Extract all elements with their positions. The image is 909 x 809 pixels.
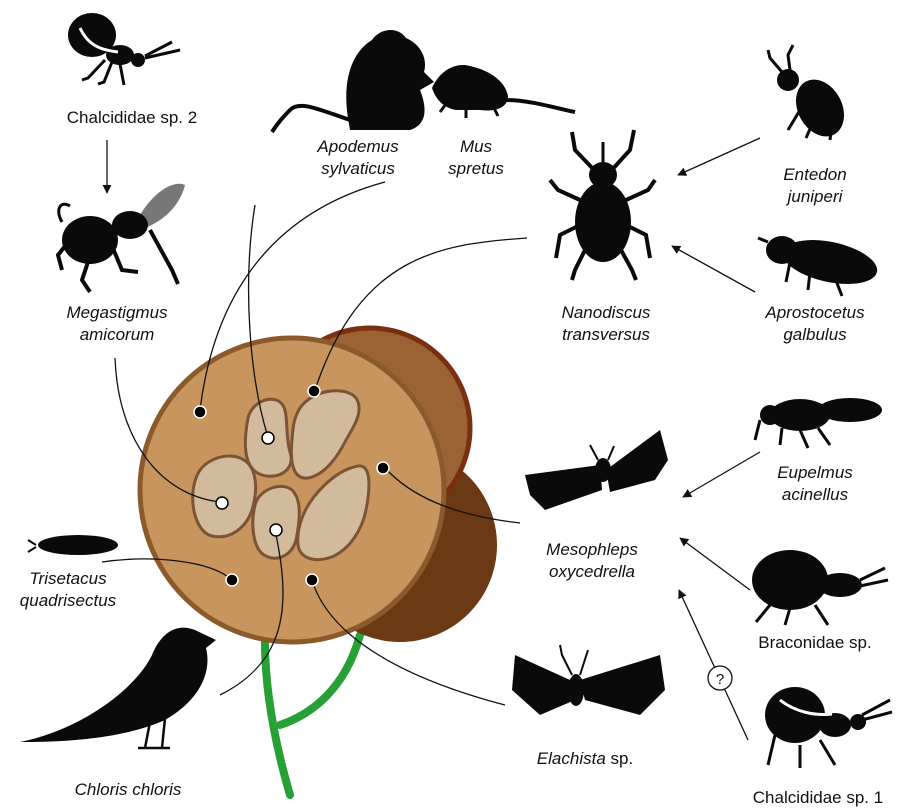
label-entedon-genus: Entedon — [783, 165, 846, 184]
label-chalcididae-sp2: Chalcididae sp. 2 — [67, 108, 197, 127]
label-eupelmus-species: acinellus — [782, 485, 849, 504]
dot-nanodiscus — [308, 385, 320, 397]
label-mesophleps-species: oxycedrella — [549, 562, 635, 581]
seed-4 — [253, 486, 299, 558]
label-megastigmus-genus: Megastigmus — [66, 303, 168, 322]
arrow-braconidae-to-mesophleps — [680, 538, 750, 590]
arrow-aprostocetus-to-nanodiscus — [672, 246, 755, 292]
label-aprostocetus-species: galbulus — [783, 325, 847, 344]
mesophleps-silhouette — [525, 430, 668, 510]
dot-elachista — [306, 574, 318, 586]
label-braconidae: Braconidae sp. — [758, 633, 871, 652]
aprostocetus-silhouette — [758, 232, 881, 296]
label-elachista-sp: sp. — [606, 749, 633, 768]
arrow-eupelmus-to-mesophleps — [683, 452, 760, 497]
dot-apodemus — [194, 406, 206, 418]
label-nanodiscus-species: transversus — [562, 325, 650, 344]
dot-chloris — [270, 524, 282, 536]
dot-trisetacus — [226, 574, 238, 586]
label-elachista: Elachista sp. — [537, 749, 633, 768]
chloris-silhouette — [20, 628, 216, 748]
label-chloris: Chloris chloris — [75, 780, 182, 799]
label-apodemus-species: sylvaticus — [321, 159, 395, 178]
apodemus-silhouette — [272, 30, 434, 132]
uncertain-marker: ? — [716, 671, 724, 688]
label-nanodiscus-genus: Nanodiscus — [562, 303, 651, 322]
megastigmus-silhouette — [58, 184, 185, 292]
label-entedon-species: juniperi — [786, 187, 844, 206]
label-chalcididae-sp1: Chalcididae sp. 1 — [753, 788, 883, 807]
chalcididae-sp2-silhouette — [68, 13, 180, 85]
cone-stem-branch — [280, 635, 360, 725]
label-apodemus-genus: Apodemus — [316, 137, 399, 156]
dot-mus — [262, 432, 274, 444]
chalcididae-sp1-silhouette — [765, 687, 892, 768]
mus-silhouette — [432, 65, 575, 118]
label-trisetacus-genus: Trisetacus — [29, 569, 107, 588]
label-megastigmus-species: amicorum — [80, 325, 155, 344]
juniper-cone — [140, 328, 497, 795]
arrow-chalcididae1-to-mesophleps — [679, 590, 748, 740]
braconidae-silhouette — [752, 550, 888, 625]
arrow-entedon-to-nanodiscus — [678, 138, 760, 175]
label-elachista-genus: Elachista — [537, 749, 606, 768]
label-trisetacus-species: quadrisectus — [20, 591, 117, 610]
entedon-silhouette — [768, 45, 854, 145]
label-mesophleps-genus: Mesophleps — [546, 540, 638, 559]
trisetacus-silhouette — [28, 535, 118, 555]
label-mus-genus: Mus — [460, 137, 493, 156]
elachista-silhouette — [512, 645, 665, 715]
eupelmus-silhouette — [755, 398, 882, 448]
dot-megastigmus — [216, 497, 228, 509]
nanodiscus-silhouette — [550, 130, 655, 280]
label-eupelmus-genus: Eupelmus — [777, 463, 853, 482]
label-mus-species: spretus — [448, 159, 504, 178]
label-aprostocetus-genus: Aprostocetus — [764, 303, 865, 322]
dot-mesophleps — [377, 462, 389, 474]
